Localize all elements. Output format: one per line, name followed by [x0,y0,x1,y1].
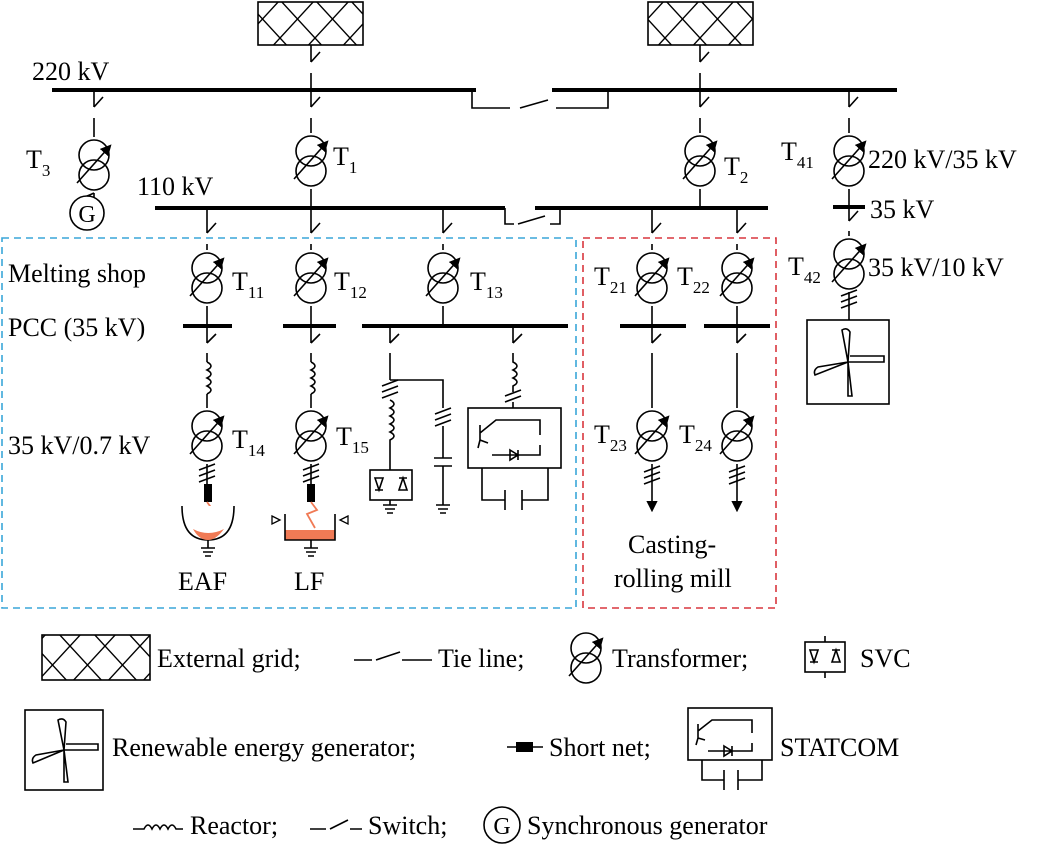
legend-transformer: Transformer; [612,644,748,673]
transformer-t12-label: T12 [334,267,367,302]
legend-svc: SVC [860,644,911,673]
legend-renewable: Renewable energy generator; [112,733,416,762]
switch-t24 [736,326,747,408]
transformer-t42-icon [832,239,865,289]
transformer-t42-label: T42 [788,252,821,287]
switch-t42 [848,207,859,236]
external-grid-left [257,1,364,46]
synchronous-generator: G [69,195,105,231]
legend-reactor-icon [133,824,183,831]
legend-renewable-icon [24,709,104,791]
bus-35kv-label: 35 kV [870,195,935,224]
grid-feeder-switches [310,45,710,90]
t14-rating: 35 kV/0.7 kV [8,431,151,460]
pcc-label: PCC (35 kV) [8,313,145,342]
transformer-t41-icon [832,136,865,186]
legend-switch: Switch; [368,811,447,840]
legend-short-net: Short net; [549,733,651,762]
legend-external-grid: External grid; [157,644,301,673]
legend-external-grid-icon [41,634,151,681]
transformer-t11-icon [190,253,223,303]
svc-branch [369,326,452,514]
transformer-t3-label: T3 [26,145,50,180]
transformer-t23-icon [635,411,668,461]
switch-t2 [699,90,710,133]
legend: External grid; Tie line; Transformer; SV… [24,633,911,844]
transformer-t21-icon [635,253,668,303]
lf-branch [271,326,349,557]
lf-label: LF [294,567,324,596]
short-net-lf [307,484,315,502]
transformer-t24-label: T24 [679,420,712,455]
switch-t21 [651,208,662,250]
tie-line-220kv [471,90,609,109]
short-net-eaf [204,484,212,502]
legend-sync-gen-icon: G [483,806,521,844]
legend-tie-line-icon [354,651,432,661]
transformer-t1-label: T1 [333,142,357,177]
transformer-t11-label: T11 [232,267,264,302]
legend-tie-line: Tie line; [438,644,524,673]
t42-rating: 35 kV/10 kV [868,253,1004,282]
transformer-t24-icon [720,411,753,461]
casting-mill-boundary [582,237,777,609]
switch-t1 [310,90,321,133]
transformer-t13-label: T13 [470,267,503,302]
transformer-t22-label: T22 [677,262,710,297]
switch-t12 [310,208,321,250]
svg-text:G: G [493,814,510,840]
transformer-t14-icon [190,411,223,461]
eaf-label: EAF [178,567,227,596]
switch-t22 [736,208,747,250]
transformer-t2-icon [683,136,716,186]
switch-t23 [651,326,662,408]
transformer-t2-label: T2 [724,152,748,187]
svg-text:G: G [78,202,95,228]
t41-rating: 220 kV/35 kV [868,145,1017,174]
legend-transformer-icon [569,633,602,683]
bus-110kv-label: 110 kV [137,172,214,201]
transformer-t23-label: T23 [594,420,627,455]
melting-shop-boundary [1,237,577,609]
transformer-t12-icon [294,253,327,303]
bus-220kv-label: 220 kV [32,57,110,86]
casting-label-line1: Casting- [628,530,716,559]
legend-short-net-icon [507,742,543,752]
switch-t41 [848,90,859,133]
transformer-t21-label: T21 [594,262,627,297]
switch-t13 [442,208,453,250]
renewable-energy-generator [806,319,890,405]
melting-shop-label: Melting shop [8,259,146,288]
transformer-t1-icon [294,136,327,186]
switch-t11 [206,208,217,250]
transformer-t15-label: T15 [336,422,369,457]
statcom-branch [467,326,562,510]
switch-t3 [93,90,104,137]
eaf-branch [181,326,235,557]
legend-sync-gen: Synchronous generator [527,811,768,840]
transformer-t15-icon [294,411,327,461]
transformer-t13-icon [426,253,459,303]
legend-svc-icon [804,636,846,678]
transformer-t14-label: T14 [232,425,265,460]
transformer-t41-label: T41 [781,137,814,172]
legend-statcom-icon [687,707,773,790]
external-grid-right [647,1,754,46]
transformer-t3-icon [77,140,110,190]
transformer-t22-icon [720,253,753,303]
casting-label-line2: rolling mill [614,564,732,593]
tie-line-110kv [504,208,561,225]
legend-reactor: Reactor; [190,811,278,840]
legend-statcom: STATCOM [780,733,899,762]
legend-switch-icon [310,819,362,830]
